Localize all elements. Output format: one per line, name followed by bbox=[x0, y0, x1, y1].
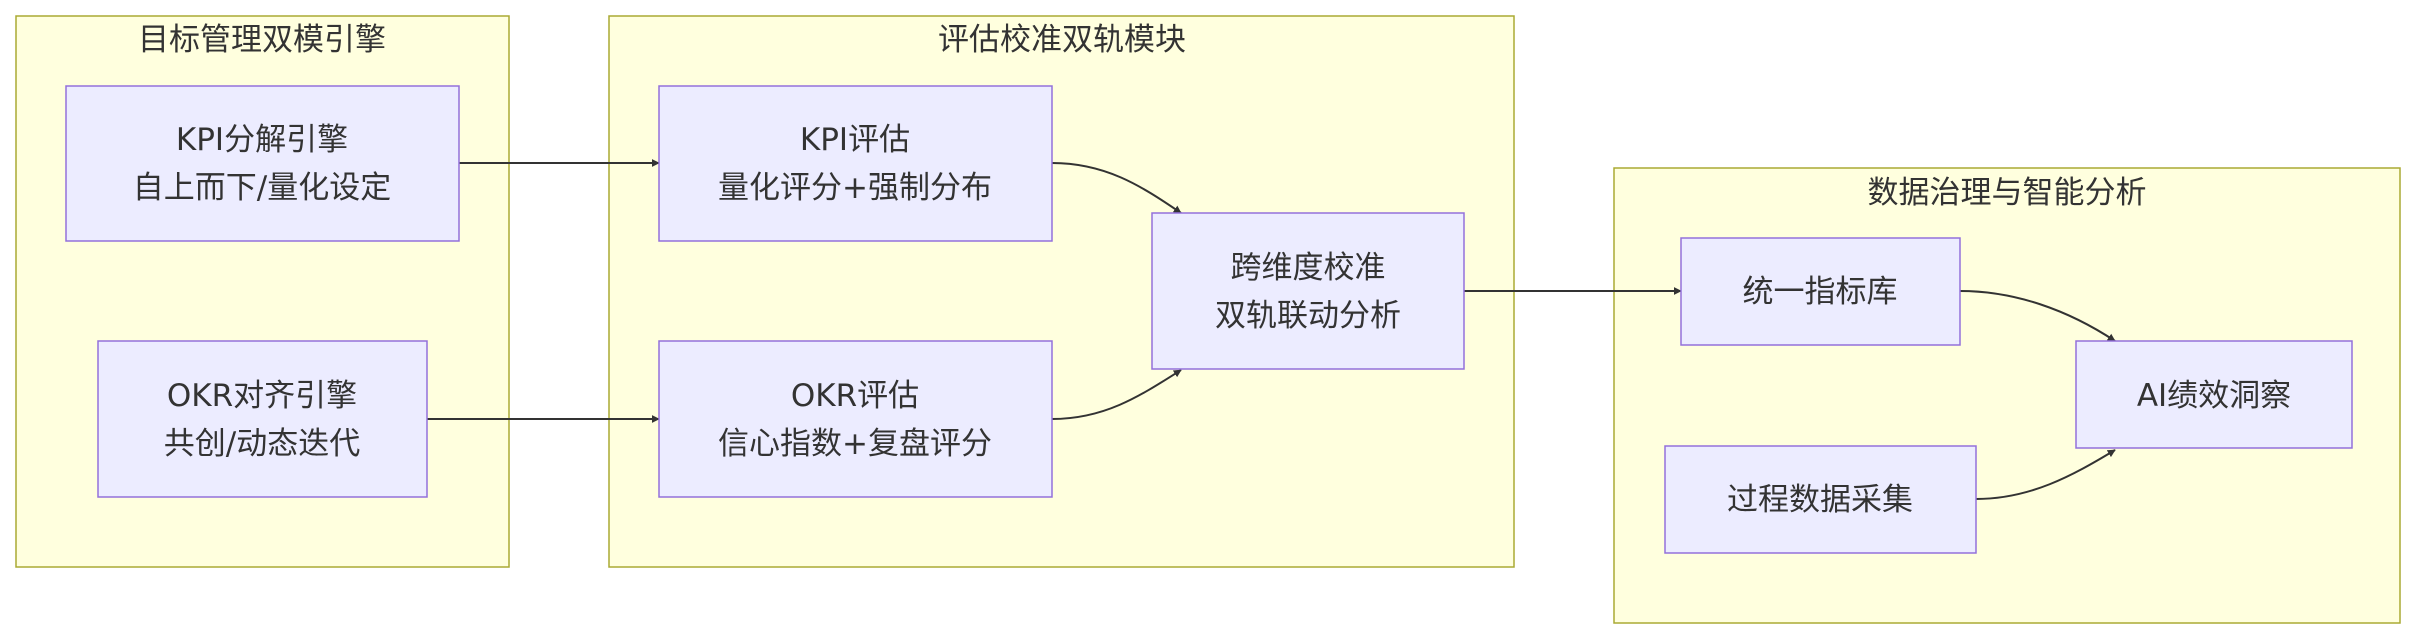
cluster-data-governance-title: 数据治理与智能分析 bbox=[1868, 175, 2147, 211]
node-metric-library: 统一指标库 bbox=[1680, 237, 1961, 346]
node-process-data-box bbox=[1664, 445, 1977, 554]
node-kpi-eval: KPI评估 量化评分+强制分布 bbox=[658, 85, 1053, 242]
node-calibration-line1: 跨维度校准 bbox=[1231, 250, 1386, 286]
edge-process-data-to-ai-insight bbox=[1975, 449, 2116, 500]
node-calibration-box bbox=[1151, 212, 1465, 370]
node-kpi-eval-line2: 量化评分+强制分布 bbox=[718, 170, 992, 206]
node-okr-engine-line1: OKR对齐引擎 bbox=[167, 378, 357, 414]
node-okr-eval-line2: 信心指数+复盘评分 bbox=[718, 426, 992, 462]
node-metric-library-box bbox=[1680, 237, 1961, 346]
node-metric-library-label: 统一指标库 bbox=[1743, 274, 1898, 310]
cluster-goal-management-title: 目标管理双模引擎 bbox=[138, 22, 386, 58]
node-process-data: 过程数据采集 bbox=[1664, 445, 1977, 554]
edge-okr-eval-to-calibration bbox=[1051, 369, 1182, 420]
edge-metric-library-to-ai-insight bbox=[1959, 290, 2116, 342]
node-kpi-engine: KPI分解引擎 自上而下/量化设定 bbox=[65, 85, 460, 242]
node-okr-eval-line1: OKR评估 bbox=[791, 378, 919, 414]
node-okr-engine: OKR对齐引擎 共创/动态迭代 bbox=[97, 340, 428, 498]
edge-kpi-eval-to-calibration bbox=[1051, 162, 1182, 214]
node-kpi-engine-line2: 自上而下/量化设定 bbox=[133, 170, 391, 206]
node-ai-insight-box bbox=[2075, 340, 2353, 449]
node-kpi-eval-line1: KPI评估 bbox=[800, 122, 910, 158]
node-kpi-eval-box bbox=[658, 85, 1053, 242]
node-okr-eval-box bbox=[658, 340, 1053, 498]
cluster-evaluation-title: 评估校准双轨模块 bbox=[938, 22, 1186, 58]
node-calibration-line2: 双轨联动分析 bbox=[1215, 298, 1401, 334]
node-ai-insight-label: AI绩效洞察 bbox=[2137, 378, 2291, 414]
node-ai-insight: AI绩效洞察 bbox=[2075, 340, 2353, 449]
node-kpi-engine-line1: KPI分解引擎 bbox=[176, 122, 348, 158]
node-process-data-label: 过程数据采集 bbox=[1727, 482, 1913, 518]
node-okr-eval: OKR评估 信心指数+复盘评分 bbox=[658, 340, 1053, 498]
node-kpi-engine-box bbox=[65, 85, 460, 242]
node-okr-engine-box bbox=[97, 340, 428, 498]
node-okr-engine-line2: 共创/动态迭代 bbox=[164, 426, 360, 462]
node-calibration: 跨维度校准 双轨联动分析 bbox=[1151, 212, 1465, 370]
